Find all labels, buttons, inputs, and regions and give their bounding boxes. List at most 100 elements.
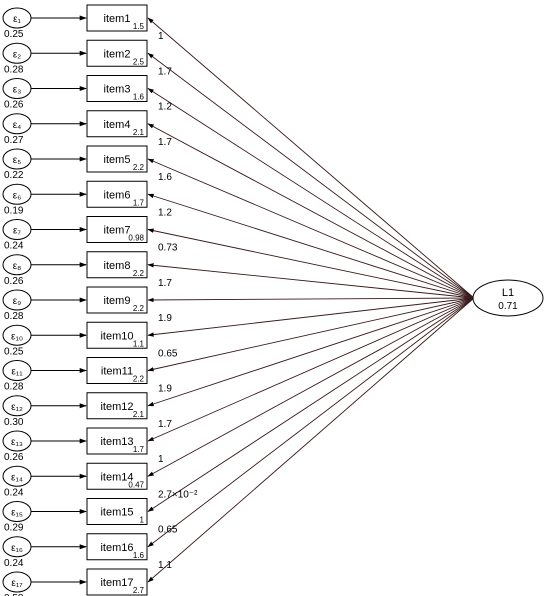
loading-path [147, 297, 475, 442]
error-term-label: ε₆ [13, 190, 22, 201]
error-variance-value: 0.58 [4, 593, 24, 596]
latent-variable-name: L1 [502, 287, 514, 299]
error-term-label: ε₁₄ [11, 472, 23, 483]
item-label: item4 [104, 119, 131, 131]
item-label: item11 [101, 366, 133, 378]
error-term-circle [2, 289, 32, 311]
item-label: item8 [104, 260, 131, 272]
item-box [86, 75, 148, 102]
item-label: item6 [104, 189, 131, 201]
error-term-label: ε₄ [13, 120, 22, 131]
item-label: item5 [104, 154, 131, 166]
loading-path [147, 297, 475, 583]
error-term-circle [2, 430, 32, 452]
loading-path [147, 297, 475, 337]
item-box [86, 110, 148, 138]
error-variance-value: 0.24 [4, 558, 24, 569]
error-term-label: ε₉ [13, 296, 21, 307]
error-term-label: ε₁₀ [11, 331, 23, 342]
error-term-label: ε₃ [13, 85, 22, 96]
error-term-label: ε₅ [13, 155, 22, 166]
item-box [86, 39, 148, 67]
error-variance-value: 0.26 [4, 100, 24, 111]
item-label: item16 [100, 542, 133, 554]
item-box [86, 427, 148, 455]
item-intercept-value: 1.1 [133, 339, 145, 348]
loading-value: 1 [158, 454, 164, 465]
error-term-label: ε₈ [13, 261, 22, 272]
error-term-label: ε₂ [13, 49, 21, 60]
item-box [86, 462, 148, 490]
error-term-circle [2, 219, 32, 240]
item-box [86, 568, 148, 596]
item-box [86, 4, 148, 32]
loading-path [147, 228, 475, 299]
loading-value: 1.2 [158, 102, 172, 113]
error-variance-value: 0.29 [4, 523, 24, 534]
loading-path [147, 297, 475, 372]
item-label: item14 [100, 471, 133, 483]
error-variance-value: 0.26 [4, 276, 24, 287]
error-variance-value: 0.28 [4, 382, 24, 393]
error-term-circle [2, 465, 32, 487]
error-variance-value: 0.19 [4, 205, 24, 216]
error-term-circle [2, 183, 32, 205]
error-variance-value: 0.28 [4, 311, 24, 322]
item-box [86, 286, 148, 314]
error-variance-value: 0.25 [4, 346, 24, 357]
item-intercept-value: 2.5 [133, 57, 145, 66]
item-box [86, 180, 148, 208]
error-term-circle [2, 324, 32, 346]
item-label: item17 [100, 577, 133, 589]
loading-value: 1 [158, 31, 164, 42]
item-intercept-value: 1.6 [133, 93, 145, 102]
error-term-circle [2, 7, 32, 29]
item-intercept-value: 1.7 [133, 198, 145, 207]
loading-value: 1.7 [158, 66, 172, 77]
error-term-circle [2, 113, 32, 135]
error-variance-value: 0.24 [4, 487, 24, 498]
item-intercept-value: 1.7 [133, 445, 145, 454]
item-intercept-value: 2.2 [133, 269, 145, 278]
item-label: item9 [104, 295, 131, 307]
error-term-circle [2, 395, 32, 417]
error-term-circle [2, 78, 32, 99]
loading-value: 1.7 [158, 419, 172, 430]
loading-value: 2.7×10⁻² [158, 489, 198, 500]
item-box [86, 392, 148, 420]
error-term-circle [2, 148, 32, 170]
loading-path [147, 52, 475, 299]
item-intercept-value: 2.1 [133, 410, 145, 419]
item-label: item13 [100, 436, 133, 448]
error-variance-value: 0.30 [4, 417, 24, 428]
item-intercept-value: 2.7 [133, 586, 145, 595]
error-variance-value: 0.24 [4, 241, 24, 252]
error-term-circle [2, 254, 32, 276]
loading-value: 0.65 [158, 525, 178, 536]
loading-path [147, 297, 475, 548]
loading-path [147, 88, 475, 299]
error-variance-value: 0.22 [4, 170, 24, 181]
item-label: item2 [104, 48, 131, 60]
loading-value: 1.6 [158, 172, 172, 183]
error-variance-value: 0.28 [4, 64, 24, 75]
loading-path [147, 297, 475, 407]
item-intercept-value: 2.2 [133, 304, 145, 313]
error-term-circle [2, 536, 32, 558]
loading-path [147, 297, 475, 477]
error-term-circle [2, 42, 32, 64]
error-term-label: ε₁₆ [11, 543, 23, 554]
loading-path [147, 158, 475, 299]
loading-value: 0.65 [158, 348, 178, 359]
item-label: item15 [100, 507, 133, 519]
item-intercept-value: 2.1 [133, 128, 145, 137]
item-label: item1 [104, 13, 131, 25]
loading-value: 1.7 [158, 137, 172, 148]
item-intercept-value: 2.2 [133, 375, 145, 384]
item-label: item12 [100, 401, 133, 413]
item-intercept-value: 1 [140, 516, 145, 525]
error-variance-value: 0.26 [4, 452, 24, 463]
item-box [86, 251, 148, 279]
loading-value: 0.73 [158, 243, 178, 254]
